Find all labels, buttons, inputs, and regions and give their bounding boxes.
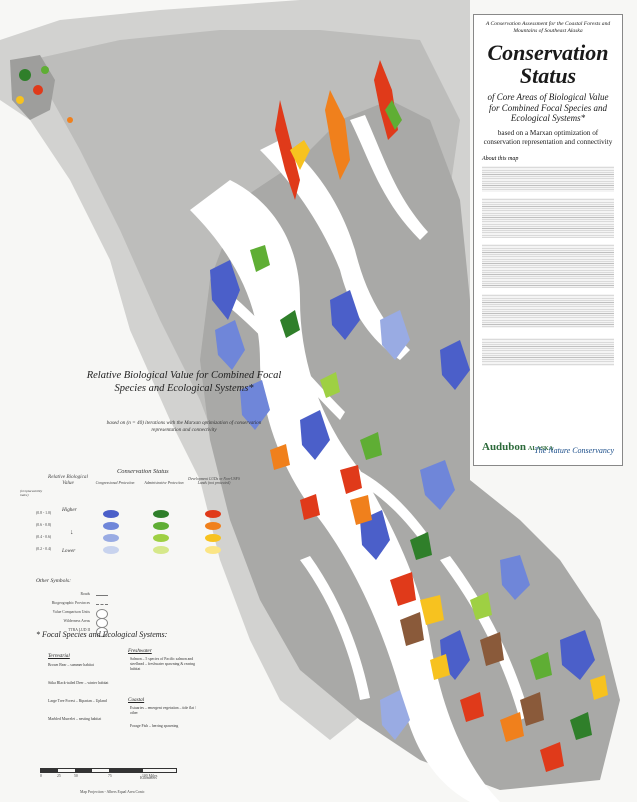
scale-tick-label: 75 <box>108 774 112 778</box>
focal-item: Brown Bear – summer habitat <box>48 663 94 667</box>
other-symbols-heading: Other Symbols: <box>36 578 71 584</box>
legend-range-label: (0.8 - 1.0) <box>36 511 52 515</box>
legend-range-label: (0.6 - 0.8) <box>36 523 52 527</box>
focal-heading: * Focal Species and Ecological Systems: <box>36 630 168 639</box>
column-congressional: Congressional Protection <box>95 481 135 485</box>
scale-bar <box>40 768 177 773</box>
about-paragraph-placeholder <box>482 166 614 367</box>
legend-swatch <box>103 510 119 518</box>
higher-label: Higher <box>62 507 77 513</box>
legend-range-label: (0.4 - 0.6) <box>36 535 52 539</box>
about-heading: About this map <box>482 156 519 163</box>
symbol-label: Roads <box>80 592 91 596</box>
legend-swatch <box>153 510 169 518</box>
scale-tick-label: 0 <box>40 774 42 778</box>
scale-tick-label: 25 <box>57 774 61 778</box>
subtitle-2: based on a Marxan optimization of conser… <box>483 129 613 146</box>
symbol-label: Value Comparison Units <box>52 610 90 614</box>
legend-title: Relative Biological Value for Combined F… <box>86 370 282 394</box>
legend-swatch <box>153 522 169 530</box>
terrestrial-heading: Terrestrial <box>48 653 70 659</box>
irreplaceability-label: (irreplaceability index) <box>20 489 43 497</box>
column-administrative: Administrative Protection <box>144 481 184 485</box>
column-development: Development LUDs or Non-USFS Lands (not … <box>188 477 240 485</box>
scale-tick-label: 100 Miles <box>142 774 158 778</box>
arrow-down-icon: ↓ <box>70 528 74 536</box>
area-outline-icon <box>96 627 108 637</box>
focal-item: Sitka Black-tailed Deer – winter habitat <box>48 681 109 685</box>
scale-tick-label: 50 <box>74 774 78 778</box>
legend-subtitle: based on (n = 40) iterations with the Ma… <box>106 420 262 433</box>
coastal-heading: Coastal <box>128 697 145 703</box>
nature-conservancy-logo: The Nature Conservancy <box>534 446 614 456</box>
map-projection: Map Projection - Albers Equal Area Conic <box>80 790 145 794</box>
scale-km-label: Kilometers <box>140 776 157 780</box>
focal-item: Salmon – 5 species of Pacific salmon and… <box>130 657 196 671</box>
main-title: Conservation Status <box>482 41 614 87</box>
focal-item: Large Tree Forest – Riparian – Upland <box>48 699 107 703</box>
symbol-label: Biogeographic Provinces <box>51 601 90 605</box>
symbol-label: TTRA LUD II <box>68 628 90 632</box>
legend-swatch <box>103 534 119 542</box>
legend-swatch <box>103 546 119 554</box>
symbol-label: Wilderness Areas <box>63 619 90 623</box>
legend-swatch <box>153 534 169 542</box>
legend-swatch <box>205 522 221 530</box>
road-line-icon <box>96 595 108 596</box>
conservation-status-heading: Conservation Status <box>117 468 169 475</box>
legend-swatch <box>205 546 221 554</box>
lower-label: Lower <box>62 548 76 554</box>
focal-item: Forage Fish – herring spawning <box>130 724 179 728</box>
title-panel: A Conservation Assessment for the Coasta… <box>473 14 623 466</box>
legend-swatch <box>205 510 221 518</box>
subtitle: of Core Areas of Biological Value for Co… <box>487 92 609 123</box>
focal-item: Estuaries – emergent vegetation – tide f… <box>130 706 197 715</box>
freshwater-heading: Freshwater <box>128 648 152 654</box>
province-line-icon <box>96 604 108 605</box>
legend-swatch <box>205 534 221 542</box>
legend-swatch <box>103 522 119 530</box>
legend-swatch <box>153 546 169 554</box>
main-title-line1: Conservation <box>487 39 609 65</box>
focal-item: Marbled Murrelet – nesting habitat <box>48 717 102 721</box>
relative-biological-value-label: Relative Biological Value <box>48 474 88 486</box>
main-title-line2: Status <box>519 63 577 89</box>
kicker-text: A Conservation Assessment for the Coasta… <box>485 21 611 34</box>
legend-range-label: (0.2 - 0.4) <box>36 547 52 551</box>
